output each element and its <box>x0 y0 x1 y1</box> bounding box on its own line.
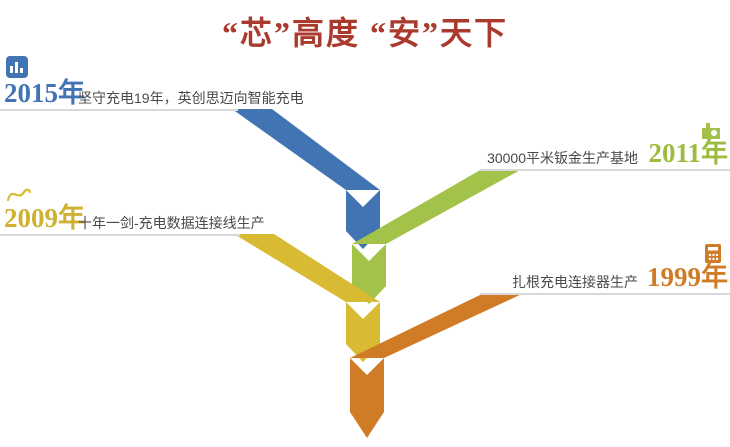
milestone-desc-2015: 坚守充电19年，英创思迈向智能充电 <box>78 90 304 106</box>
milestone-desc-2011: 30000平米钣金生产基地 <box>487 150 638 166</box>
milestone-year-2009: 2009年 <box>4 203 85 233</box>
chevron-2011 <box>352 244 386 304</box>
milestone-year-2015: 2015年 <box>4 78 85 108</box>
rule-2011 <box>480 169 730 171</box>
curve-icon <box>6 184 32 209</box>
milestone-desc-1999: 扎根充电连接器生产 <box>512 274 638 290</box>
page-title: “芯”高度 “安”天下 <box>221 15 508 51</box>
factory-icon <box>700 120 722 145</box>
ribbon-2011 <box>352 169 522 244</box>
ribbon-2009 <box>234 234 380 302</box>
rule-1999 <box>480 293 730 295</box>
milestone-desc-2009: 十年一剑-充电数据连接线生产 <box>78 215 265 231</box>
ribbon-1999 <box>350 294 522 358</box>
milestone-year-2011: 2011年 <box>648 138 728 168</box>
ribbon-2015 <box>232 109 380 190</box>
rule-2015 <box>0 109 238 111</box>
device-icon <box>704 242 722 269</box>
milestone-year-1999: 1999年 <box>647 262 728 292</box>
chevron-2009 <box>346 302 380 362</box>
bar-chart-icon <box>6 56 28 83</box>
rule-2009 <box>0 234 240 236</box>
chevron-1999 <box>350 358 384 438</box>
